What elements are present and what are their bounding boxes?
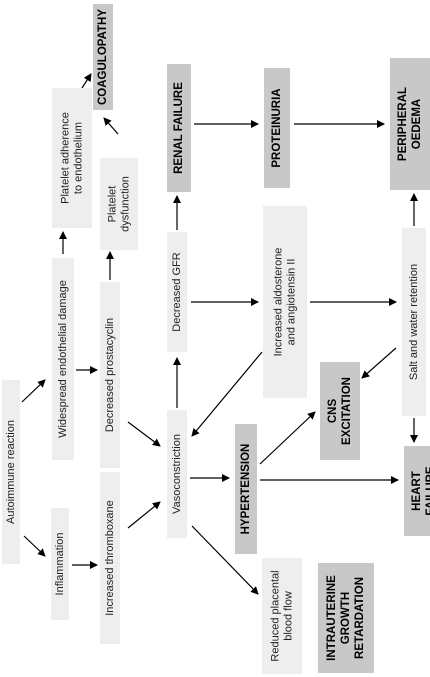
arrow-thromboxane-to-vasoconstriction [127, 501, 161, 529]
node-increased-thromboxane-label-1: Increased thromboxane [104, 500, 116, 616]
node-reduced-placental-flow-box [262, 558, 302, 674]
node-endothelial-damage: Widespread endothelial damage [52, 258, 74, 460]
node-endothelial-damage-label-1: Widespread endothelial damage [57, 280, 69, 438]
node-renal-failure-box [167, 64, 191, 192]
node-hypertension-label-1: HYPERTENSION [240, 444, 252, 535]
node-platelet-adherence-label-1: Platelet adherence [60, 112, 72, 204]
arrow-salt-water-to-cns [361, 347, 397, 379]
node-autoimmune-label-1: Autoimmune reaction [5, 420, 17, 524]
node-hypertension: HYPERTENSION [235, 424, 257, 554]
node-renal-failure-label-1: RENAL FAILURE [173, 82, 185, 174]
node-heart-failure-label-1: HEART [411, 471, 423, 511]
arrow-autoimmune-to-inflammation [23, 535, 46, 557]
node-vasoconstriction-label-1: Vasoconstriction [171, 434, 183, 514]
node-salt-water-retention-box [402, 228, 426, 416]
node-peripheral-oedema-label-2: OEDEMA [411, 99, 423, 149]
arrows-layer [21, 73, 418, 595]
node-iugr-label-1: INTRAUTERINE [326, 575, 338, 661]
node-coagulopathy: COAGULOPATHY [93, 4, 113, 110]
node-heart-failure-box [404, 446, 430, 536]
node-coagulopathy-box [93, 4, 113, 110]
node-heart-failure-label-2: FAILURE [425, 466, 430, 516]
arrow-prostacyclin-to-vasoconstriction [127, 421, 161, 447]
node-salt-water-retention: Salt and water retention [402, 228, 426, 416]
node-decreased-prostacyclin-box [100, 282, 120, 468]
node-endothelial-damage-box [52, 258, 74, 460]
node-cns-excitation-label-2: EXCITATION [341, 377, 353, 445]
node-reduced-placental-flow-label-1: Reduced placental [270, 570, 282, 661]
node-renal-failure: RENAL FAILURE [167, 64, 191, 192]
node-inflammation-label-1: Inflammation [54, 533, 66, 596]
node-peripheral-oedema-box [390, 58, 430, 190]
node-autoimmune-box [2, 380, 20, 564]
node-iugr-box [318, 563, 374, 673]
node-reduced-placental-flow-label-2: blood flow [283, 591, 295, 641]
node-iugr-label-2: GROWTH [340, 592, 352, 644]
arrow-hypertension-to-cns [259, 411, 316, 465]
node-decreased-gfr-box [167, 232, 187, 352]
node-decreased-prostacyclin-label-1: Decreased prostacyclin [104, 318, 116, 432]
node-decreased-prostacyclin: Decreased prostacyclin [100, 282, 120, 468]
arrow-aldosterone-to-vasoconstriction [191, 351, 263, 437]
node-platelet-adherence-label-2: to endothelium [73, 122, 85, 194]
node-autoimmune: Autoimmune reaction [2, 380, 20, 564]
node-cns-excitation-box [320, 362, 360, 460]
node-inflammation-box [51, 508, 69, 620]
node-platelet-adherence-box [52, 88, 92, 228]
arrow-platelet-dysfunction-to-coagulopathy [103, 117, 119, 135]
node-inflammation: Inflammation [51, 508, 69, 620]
node-proteinuria: PROTEINURIA [264, 68, 290, 188]
node-vasoconstriction-box [167, 410, 187, 538]
arrow-platelet-adherence-to-coagulopathy [81, 73, 92, 89]
node-vasoconstriction: Vasoconstriction [167, 410, 187, 538]
node-cns-excitation-label-1: CNS [327, 399, 339, 424]
node-salt-water-retention-label-1: Salt and water retention [408, 264, 420, 380]
node-hypertension-box [235, 424, 257, 554]
arrow-autoimmune-to-endothelial [21, 379, 46, 403]
node-platelet-dysfunction-label-2: dysfunction [120, 176, 132, 232]
node-proteinuria-box [264, 68, 290, 188]
node-increased-thromboxane-box [100, 472, 120, 644]
node-increased-aldosterone-label-1: Increased aldosterone [273, 248, 285, 357]
node-coagulopathy-label-1: COAGULOPATHY [97, 9, 109, 105]
node-iugr-label-3: RETARDATION [354, 577, 366, 659]
node-increased-thromboxane: Increased thromboxane [100, 472, 120, 644]
node-increased-aldosterone-box [263, 206, 307, 398]
node-platelet-dysfunction-label-1: Platelet [107, 186, 119, 223]
arrow-vasoconstriction-to-placental [191, 525, 259, 595]
node-peripheral-oedema-label-1: PERIPHERAL [397, 87, 409, 161]
node-decreased-gfr-label-1: Decreased GFR [171, 252, 183, 332]
node-increased-aldosterone-label-2: and angiotensin II [286, 259, 298, 346]
node-proteinuria-label-1: PROTEINURIA [271, 88, 283, 167]
node-decreased-gfr: Decreased GFR [167, 232, 187, 352]
node-platelet-dysfunction-box [100, 158, 138, 250]
